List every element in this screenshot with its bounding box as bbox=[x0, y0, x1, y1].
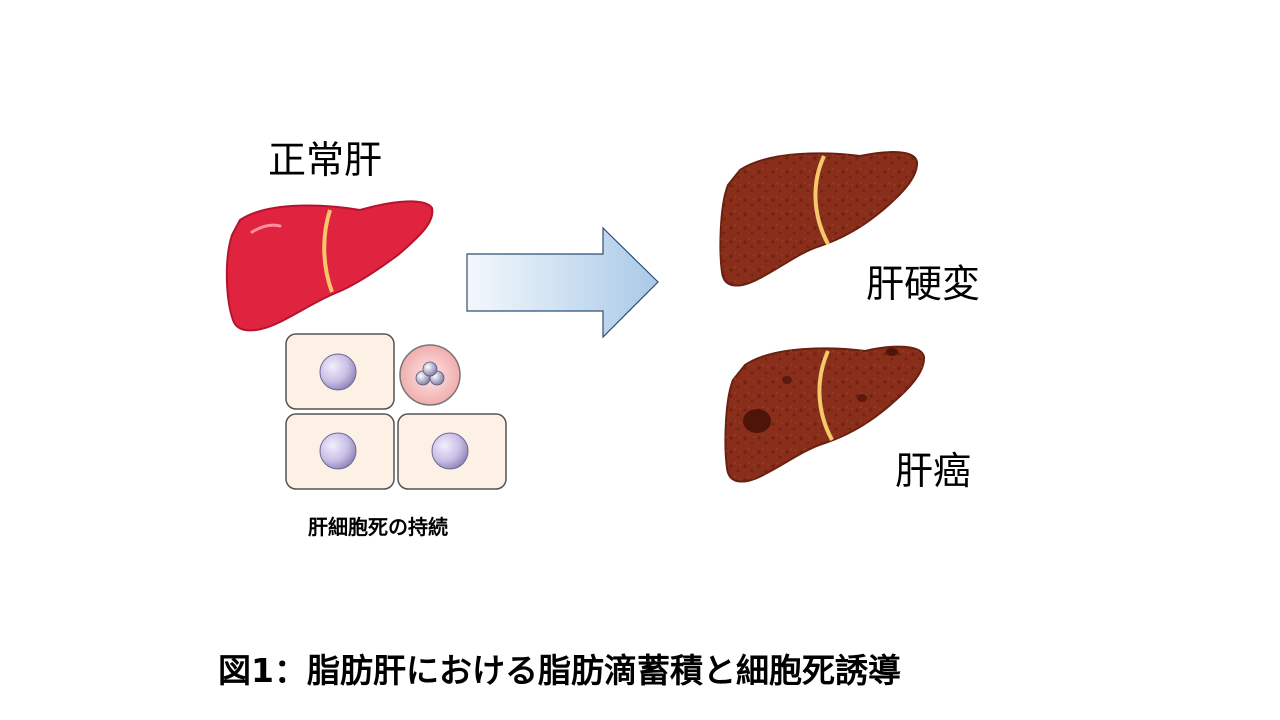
hepatocyte-icon bbox=[397, 413, 507, 490]
arrow-right-icon bbox=[466, 226, 659, 339]
normal-liver-icon bbox=[225, 200, 434, 332]
cancer-label: 肝癌 bbox=[895, 449, 972, 493]
hepatocyte-icon bbox=[285, 413, 395, 490]
cirrhosis-label: 肝硬変 bbox=[866, 262, 981, 306]
figure-caption: 図1：脂肪肝における脂肪滴蓄積と細胞死誘導 bbox=[218, 651, 901, 690]
dying-cell-icon bbox=[399, 344, 461, 406]
cell-death-label: 肝細胞死の持続 bbox=[308, 515, 448, 539]
normal-liver-label: 正常肝 bbox=[268, 138, 383, 182]
cancerous-liver-icon bbox=[724, 345, 926, 483]
hepatocyte-icon bbox=[285, 333, 395, 410]
cirrhotic-liver-icon bbox=[719, 151, 919, 287]
